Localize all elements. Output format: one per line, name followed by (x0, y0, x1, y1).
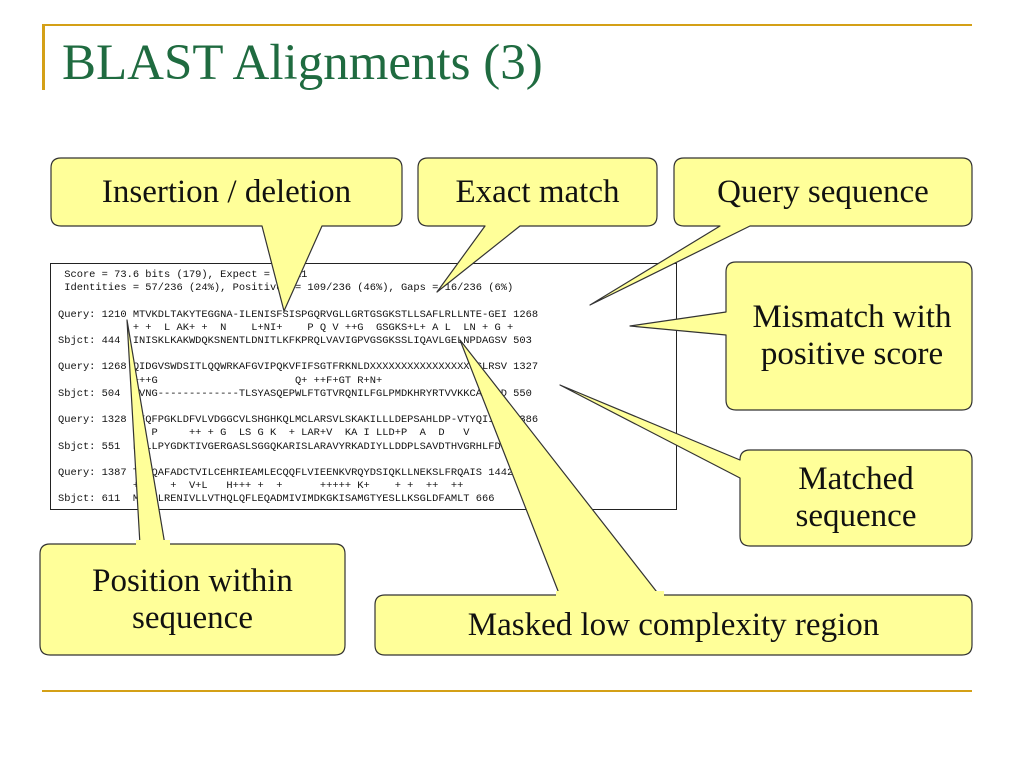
callout-query-sequence-shape (589, 157, 973, 306)
callout-matched-sequence: Matched sequence (795, 461, 917, 534)
callout-position: Position within sequence (92, 562, 293, 636)
callout-masked-region: Masked low complexity region (467, 606, 880, 643)
callout-insertion-deletion-shape (50, 157, 403, 312)
slide-title: BLAST Alignments (3) (62, 35, 543, 91)
callout-insertion-deletion: Insertion / deletion (101, 173, 352, 210)
callout-matched-sequence-shape (559, 384, 973, 547)
alignment-text: Score = 73.6 bits (179), Expect = 2e-11 … (58, 269, 539, 506)
alignment-box (50, 263, 677, 510)
accent-top-line (42, 24, 972, 26)
callout-mismatch: Mismatch with positive score (752, 299, 952, 372)
accent-vertical-line (42, 24, 45, 90)
callout-query-sequence: Query sequence (717, 173, 929, 210)
callout-exact-match: Exact match (455, 173, 620, 210)
callout-exact-match-shape (417, 157, 658, 293)
callout-mismatch-shape (629, 261, 973, 411)
accent-bottom-line (42, 690, 972, 692)
